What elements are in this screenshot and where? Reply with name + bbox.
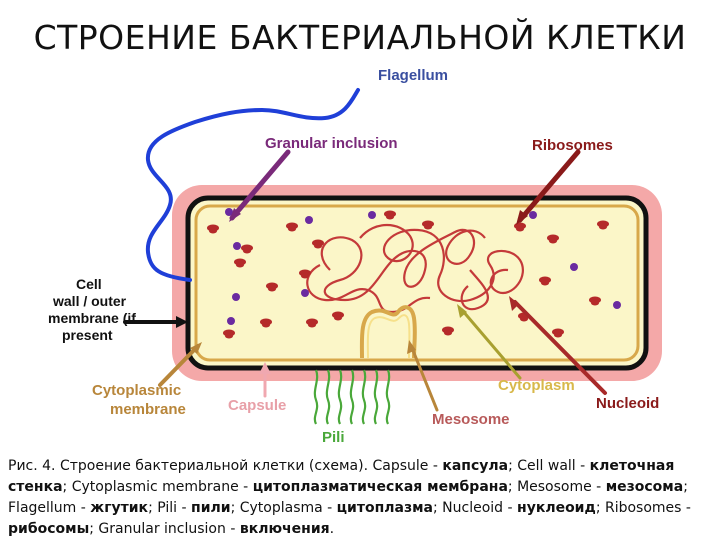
pili	[313, 369, 391, 425]
page-title: СТРОЕНИЕ БАКТЕРИАЛЬНОЙ КЛЕТКИ	[33, 18, 687, 57]
label-pili: Pili	[322, 429, 345, 446]
label-cytoplasmic-membrane-1: Cytoplasmic	[92, 382, 181, 399]
bacterial-cell-diagram: Flagellum Granular inclusion Ribosomes C…	[48, 67, 662, 446]
caption-text: Рис. 4. Строение бактериальной клетки (с…	[8, 458, 443, 474]
mesosome	[359, 305, 417, 359]
granular-inclusions	[225, 208, 621, 325]
ribosomes	[207, 210, 609, 339]
caption-text: ; Granular inclusion -	[89, 521, 240, 537]
caption-term: мезосома	[605, 479, 684, 495]
caption-term: капсула	[442, 458, 509, 474]
label-flagellum: Flagellum	[378, 67, 448, 84]
caption-text: ; Ribosomes -	[595, 500, 691, 516]
label-capsule: Capsule	[228, 397, 286, 414]
caption-term: включения	[239, 521, 330, 537]
caption-text: ; Cytoplasmic membrane -	[62, 479, 253, 495]
caption-term: клеточная стенка	[8, 458, 675, 495]
caption-term: цитоплазматическая мембрана	[252, 479, 508, 495]
caption-term: жгутик	[90, 500, 149, 516]
caption-term: цитоплазма	[336, 500, 433, 516]
label-cell-wall-3: membrane (if	[48, 310, 136, 326]
caption-text: ; Cytoplasma -	[230, 500, 337, 516]
caption-text: ; Flagellum -	[8, 479, 688, 516]
label-nucleoid: Nucleoid	[596, 395, 659, 412]
label-cell-wall-1: Cell	[76, 276, 102, 292]
label-cell-wall-4: present	[62, 327, 113, 343]
figure-caption: Рис. 4. Строение бактериальной клетки (с…	[8, 456, 712, 540]
label-cytoplasmic-membrane-2: membrane	[110, 401, 186, 418]
pointer-lines	[123, 149, 607, 412]
caption-term: нуклеоид	[517, 500, 596, 516]
caption-text: .	[329, 521, 335, 537]
caption-text: ; Mesosome -	[507, 479, 606, 495]
label-cytoplasm: Cytoplasm	[498, 377, 575, 394]
caption-term: пили	[191, 500, 231, 516]
caption-text: ; Cell wall -	[508, 458, 590, 474]
caption-text: ; Nucleoid -	[433, 500, 518, 516]
flagellum	[145, 88, 360, 282]
label-mesosome: Mesosome	[432, 411, 510, 428]
label-granular-inclusion: Granular inclusion	[265, 135, 398, 152]
label-cell-wall-2: wall / outer	[52, 293, 127, 309]
caption-text: ; Pili -	[148, 500, 192, 516]
caption-term: рибосомы	[8, 521, 90, 537]
label-ribosomes: Ribosomes	[532, 137, 613, 154]
